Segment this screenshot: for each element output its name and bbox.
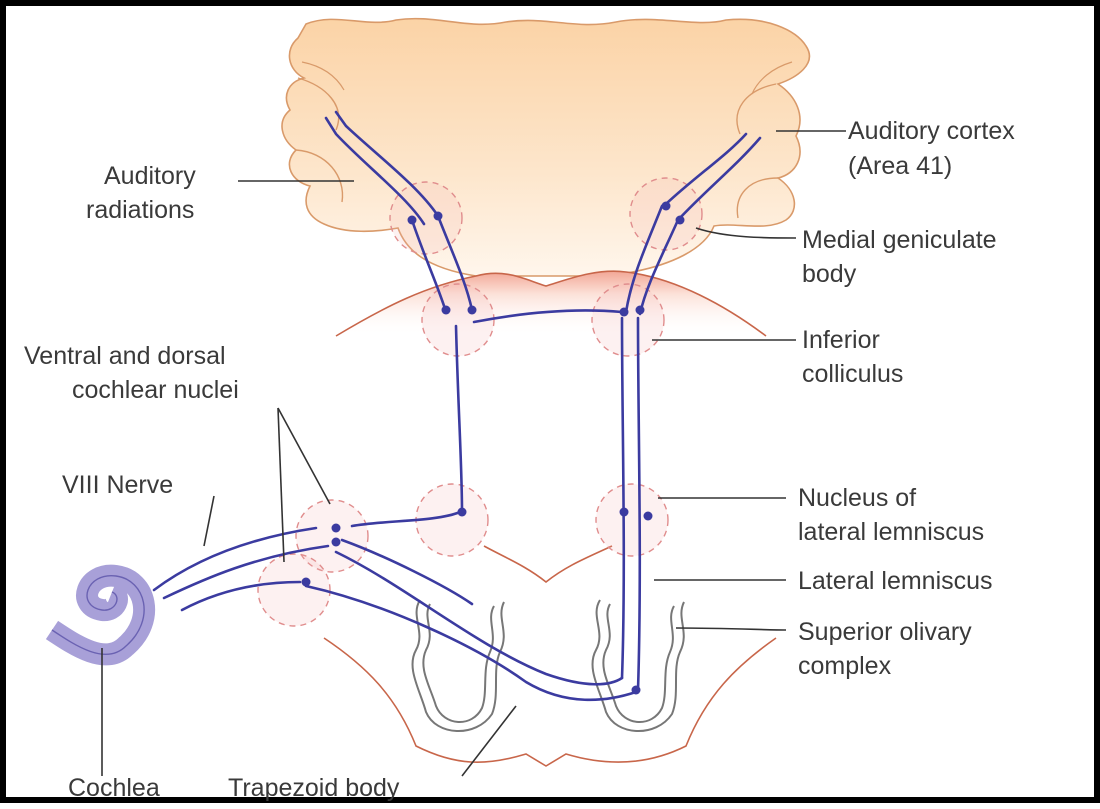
label-superior-olivary-2: complex [798,652,892,680]
label-area-41: (Area 41) [848,152,952,180]
lateral-lemniscus-nucleus-right [596,484,668,556]
label-nucleus-lateral-lemniscus-1: Nucleus of [798,484,916,512]
label-inferior-colliculus-1: Inferior [802,326,880,354]
label-medial-geniculate-1: Medial geniculate [802,226,997,254]
label-auditory-radiations-2: radiations [86,196,194,224]
label-auditory-cortex: Auditory cortex [848,117,1015,145]
label-lateral-lemniscus: Lateral lemniscus [798,567,993,595]
medial-geniculate-right [630,178,702,250]
cochlea-spiral [52,576,144,655]
midbrain-tectum [336,271,766,336]
medial-geniculate-left [390,182,462,254]
label-auditory-radiations-1: Auditory [104,162,196,190]
inferior-colliculus-right [592,284,664,356]
superior-olive-left [413,600,505,731]
auditory-pathway-diagram: Auditory cortex (Area 41) Auditory radia… [6,6,1100,809]
label-medial-geniculate-2: body [802,260,857,288]
medulla-outline [324,638,776,766]
label-nucleus-lateral-lemniscus-2: lateral lemniscus [798,518,984,546]
label-viii-nerve: VIII Nerve [62,471,173,499]
label-trapezoid-body: Trapezoid body [228,774,400,802]
label-superior-olivary-1: Superior olivary [798,618,972,646]
pons-outline [484,546,612,582]
label-cochlea: Cochlea [68,774,160,802]
label-cochlear-nuclei-1: Ventral and dorsal [24,342,226,370]
label-cochlear-nuclei-2: cochlear nuclei [72,376,239,404]
label-inferior-colliculus-2: colliculus [802,360,903,388]
cerebral-cortex [282,19,809,276]
